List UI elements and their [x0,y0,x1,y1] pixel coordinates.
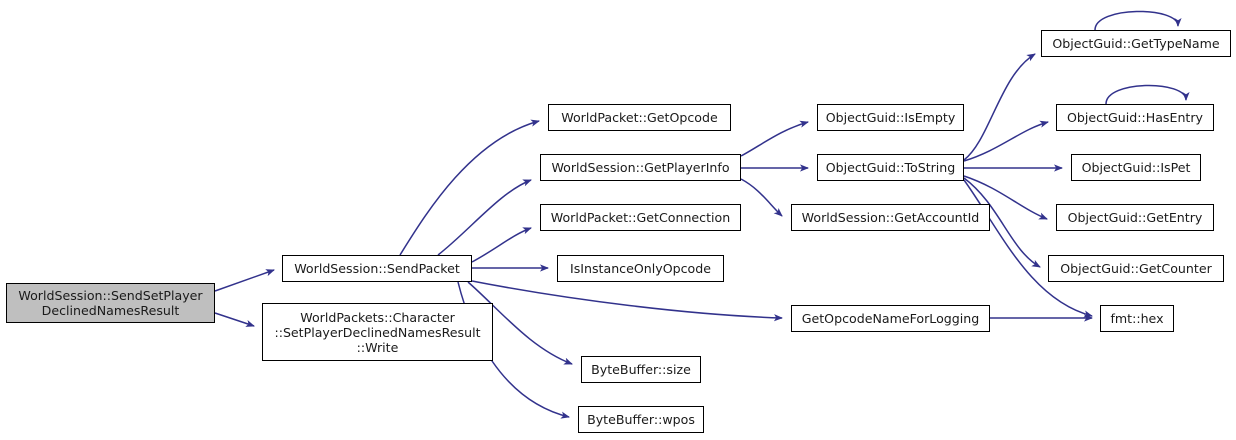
node-byte-buffer-wpos[interactable]: ByteBuffer::wpos [578,406,704,433]
node-label: WorldPacket::GetConnection [550,210,731,225]
edge-tostring-to-fmthex [963,179,1093,318]
node-label: ByteBuffer::size [591,362,691,377]
node-is-pet[interactable]: ObjectGuid::IsPet [1071,154,1201,181]
node-label: IsInstanceOnlyOpcode [570,261,711,276]
node-get-type-name[interactable]: ObjectGuid::GetTypeName [1041,30,1231,57]
node-send-set-player-declined-names-result[interactable]: WorldSession::SendSetPlayer DeclinedName… [6,283,215,323]
node-to-string[interactable]: ObjectGuid::ToString [817,154,964,181]
node-label: ObjectGuid::ToString [825,160,956,175]
node-label: ObjectGuid::IsPet [1081,160,1191,175]
node-send-packet[interactable]: WorldSession::SendPacket [282,255,472,282]
edge-tostring-to-hasentry [963,120,1049,162]
node-byte-buffer-size[interactable]: ByteBuffer::size [581,356,701,383]
node-is-instance-only-opcode[interactable]: IsInstanceOnlyOpcode [557,255,724,282]
edge-getplayerinfo-to-isempty [740,120,809,157]
node-get-opcode-name-for-logging[interactable]: GetOpcodeNameForLogging [791,305,990,332]
node-has-entry[interactable]: ObjectGuid::HasEntry [1056,104,1214,131]
node-get-entry[interactable]: ObjectGuid::GetEntry [1056,204,1214,231]
node-label: ObjectGuid::GetTypeName [1052,36,1220,51]
node-label: GetOpcodeNameForLogging [801,311,980,326]
node-label: ObjectGuid::GetEntry [1067,210,1203,225]
node-get-account-id[interactable]: WorldSession::GetAccountId [791,204,990,231]
edge-sendpacket-to-getconnection [471,227,532,263]
edge-root-to-send-packet [214,269,275,292]
edge-hasentry-self-loop [1105,84,1190,105]
node-label: ObjectGuid::IsEmpty [825,110,956,125]
node-get-counter[interactable]: ObjectGuid::GetCounter [1048,255,1224,282]
node-set-player-declined-names-result-write[interactable]: WorldPackets::Character ::SetPlayerDecli… [262,303,493,361]
node-label: fmt::hex [1110,311,1164,326]
node-get-connection[interactable]: WorldPacket::GetConnection [540,204,741,231]
edge-gettypename-self-loop [1094,10,1182,31]
edge-sendpacket-to-getopcodename [471,280,783,322]
node-label: WorldSession::GetPlayerInfo [551,160,730,175]
node-label: WorldSession::SendPacket [294,261,460,276]
node-is-empty[interactable]: ObjectGuid::IsEmpty [817,104,964,131]
node-label: ObjectGuid::GetCounter [1060,261,1212,276]
edge-sendpacket-to-getopcode [399,119,540,256]
node-label: WorldSession::SendSetPlayer DeclinedName… [18,288,203,318]
node-fmt-hex[interactable]: fmt::hex [1100,305,1174,332]
node-label: WorldSession::GetAccountId [801,210,980,225]
node-label: ObjectGuid::HasEntry [1067,110,1203,125]
node-label: ByteBuffer::wpos [587,412,695,427]
edge-getplayerinfo-to-getaccountid [740,178,783,217]
edge-root-to-write [214,312,255,327]
edge-tostring-to-gettypename [963,53,1036,161]
edge-sendpacket-to-getplayerinfo [437,179,532,256]
node-label: WorldPackets::Character ::SetPlayerDecli… [274,309,481,355]
node-get-player-info[interactable]: WorldSession::GetPlayerInfo [540,154,741,181]
node-label: WorldPacket::GetOpcode [561,110,718,125]
node-get-opcode[interactable]: WorldPacket::GetOpcode [548,104,731,131]
